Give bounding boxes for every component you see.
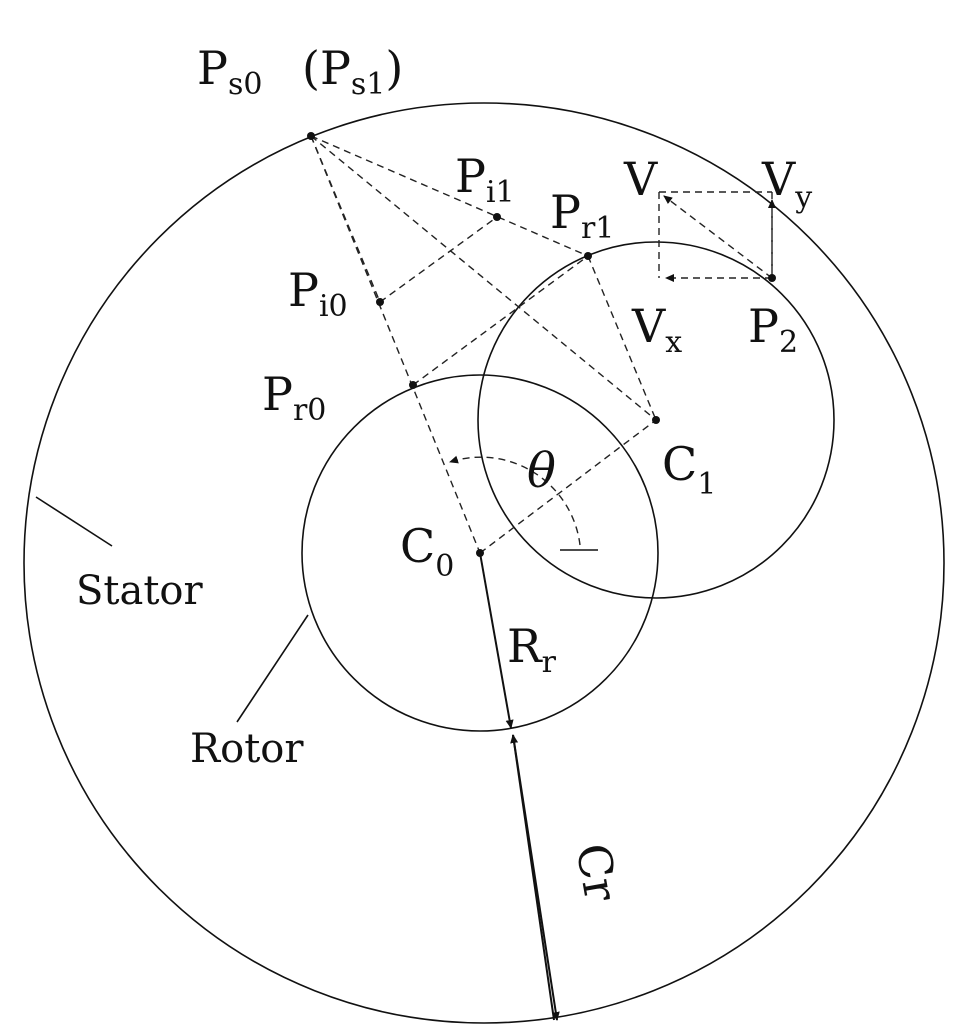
rotor-pointer-line bbox=[236, 614, 309, 723]
point-c1 bbox=[652, 416, 660, 424]
label-c1: C1 bbox=[662, 437, 716, 502]
label-pi1: Pi1 bbox=[455, 149, 515, 210]
label-pr1: Pr1 bbox=[550, 185, 614, 246]
point-pi0 bbox=[376, 298, 384, 306]
label-c0: C0 bbox=[400, 519, 454, 584]
arrow-rr bbox=[479, 552, 514, 729]
point-ps0 bbox=[307, 132, 315, 140]
label-v: V bbox=[623, 152, 658, 206]
label-pi0: Pi0 bbox=[288, 263, 348, 324]
label-rotor: Rotor bbox=[190, 726, 304, 772]
label-ps1: (Ps1) bbox=[302, 41, 403, 102]
label-pr0: Pr0 bbox=[262, 367, 326, 428]
line-c0-c1 bbox=[479, 419, 657, 554]
stator-circle bbox=[23, 102, 945, 1024]
rotor-circle-displaced bbox=[477, 241, 835, 599]
label-cr: Cr bbox=[565, 839, 628, 905]
line-ps0-pi0 bbox=[310, 135, 381, 303]
label-ps0: Ps0 bbox=[197, 41, 262, 102]
line-pr1-c1 bbox=[587, 255, 657, 421]
label-theta: θ bbox=[527, 443, 556, 499]
point-pr0 bbox=[409, 381, 417, 389]
label-p2: P2 bbox=[748, 299, 798, 360]
line-pi0-pi1 bbox=[379, 216, 498, 303]
arrow-cr-down bbox=[512, 734, 560, 1021]
line-ps0-c1 bbox=[310, 135, 657, 421]
line-pr0-pr1 bbox=[412, 255, 589, 386]
arrow-p2-v bbox=[663, 195, 773, 279]
point-p2 bbox=[768, 274, 776, 282]
label-vy: Vy bbox=[761, 152, 812, 215]
label-rr: Rr bbox=[507, 619, 557, 680]
label-stator: Stator bbox=[76, 568, 203, 614]
label-vx: Vx bbox=[631, 299, 682, 360]
theta-angle-arc bbox=[449, 455, 581, 546]
point-pi1 bbox=[493, 213, 501, 221]
point-pr1 bbox=[584, 252, 592, 260]
line-ps0-pr1 bbox=[310, 135, 589, 257]
point-c0 bbox=[476, 549, 484, 557]
rotor-circle-initial bbox=[301, 374, 659, 732]
stator-pointer-line bbox=[35, 496, 113, 547]
